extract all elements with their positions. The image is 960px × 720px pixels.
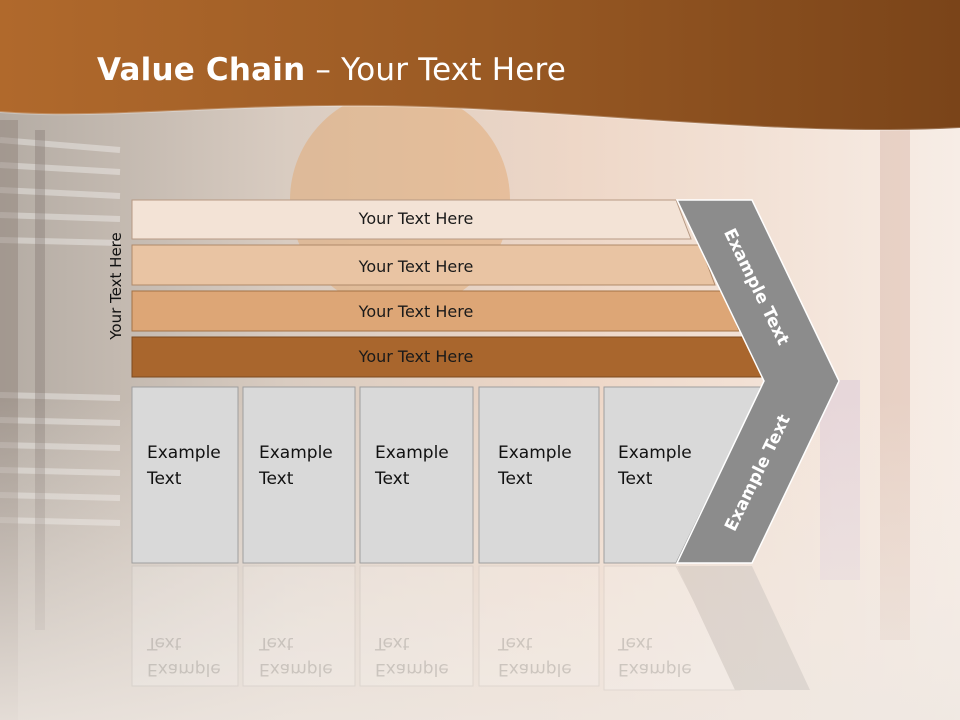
box-5-reflection: Example Text xyxy=(618,633,692,679)
box-4-shape xyxy=(478,386,600,564)
box-5-shape xyxy=(603,386,763,564)
title-rest: – Your Text Here xyxy=(305,52,567,88)
box-2-shape xyxy=(242,386,356,564)
bar-3-label: Your Text Here xyxy=(358,302,474,321)
bar-2-shape xyxy=(131,244,716,286)
box-3-shape xyxy=(359,386,474,564)
box-1-shape xyxy=(131,386,239,564)
box-1-reflection: Example Text xyxy=(147,633,221,679)
bar-1-shape xyxy=(131,199,692,240)
chevron-shape xyxy=(675,199,840,564)
box-2-reflection: Example Text xyxy=(259,633,333,679)
box-3-text: Example Text xyxy=(375,443,449,489)
box-4-text: Example Text xyxy=(498,443,572,489)
page-title: Value Chain – Your Text Here xyxy=(97,52,566,88)
bar-2-label: Your Text Here xyxy=(358,257,474,276)
bar-3-shape xyxy=(131,290,740,332)
box-1-text: Example Text xyxy=(147,443,221,489)
box-4-reflection: Example Text xyxy=(498,633,572,679)
box-5-text: Example Text xyxy=(618,443,692,489)
reflection xyxy=(131,565,810,691)
title-bold: Value Chain xyxy=(97,52,306,88)
bar-4-label: Your Text Here xyxy=(358,347,474,366)
box-2-text: Example Text xyxy=(259,443,333,489)
bar-1-label: Your Text Here xyxy=(358,209,474,228)
box-3-reflection: Example Text xyxy=(375,633,449,679)
